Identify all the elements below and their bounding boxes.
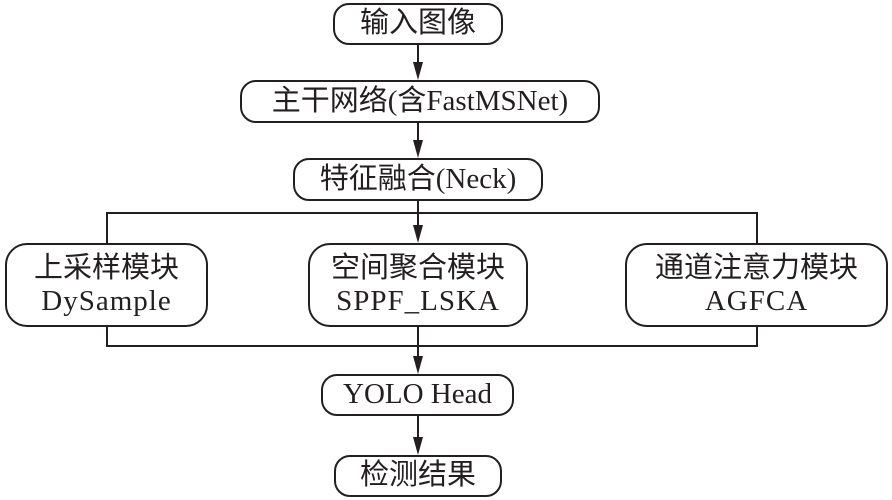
bottom-bus: [106, 326, 758, 347]
node-upsample-module: 上采样模块 DySample: [5, 243, 208, 327]
node-backbone-label: 主干网络(含FastMSNet): [271, 84, 569, 117]
node-neck: 特征融合(Neck): [293, 158, 543, 201]
node-input-image-label: 输入图像: [359, 7, 476, 40]
node-detection-result-label: 检测结果: [359, 459, 476, 492]
node-detection-result: 检测结果: [334, 455, 502, 497]
node-channel-subtitle: AGFCA: [704, 285, 809, 317]
node-channel-module: 通道注意力模块 AGFCA: [625, 243, 888, 327]
node-yolo-head: YOLO Head: [321, 374, 514, 416]
node-channel-title: 通道注意力模块: [654, 251, 858, 284]
node-backbone: 主干网络(含FastMSNet): [240, 80, 600, 123]
node-spatial-module: 空间聚合模块 SPPF_LSKA: [308, 243, 528, 327]
node-spatial-title: 空间聚合模块: [330, 251, 505, 284]
arrowhead-input-backbone: [413, 62, 423, 80]
arrowhead-backbone-neck: [413, 140, 423, 158]
top-bus: [106, 212, 758, 243]
node-upsample-title: 上采样模块: [33, 251, 179, 284]
arrowhead-head-result: [413, 437, 423, 455]
arrowhead-bus-spatial: [413, 225, 423, 243]
node-spatial-subtitle: SPPF_LSKA: [336, 285, 500, 317]
node-upsample-subtitle: DySample: [41, 285, 172, 317]
node-input-image: 输入图像: [333, 3, 503, 45]
arrowhead-bus-head: [413, 356, 423, 374]
node-yolo-head-label: YOLO Head: [343, 378, 492, 411]
node-neck-label: 特征融合(Neck): [319, 162, 517, 195]
